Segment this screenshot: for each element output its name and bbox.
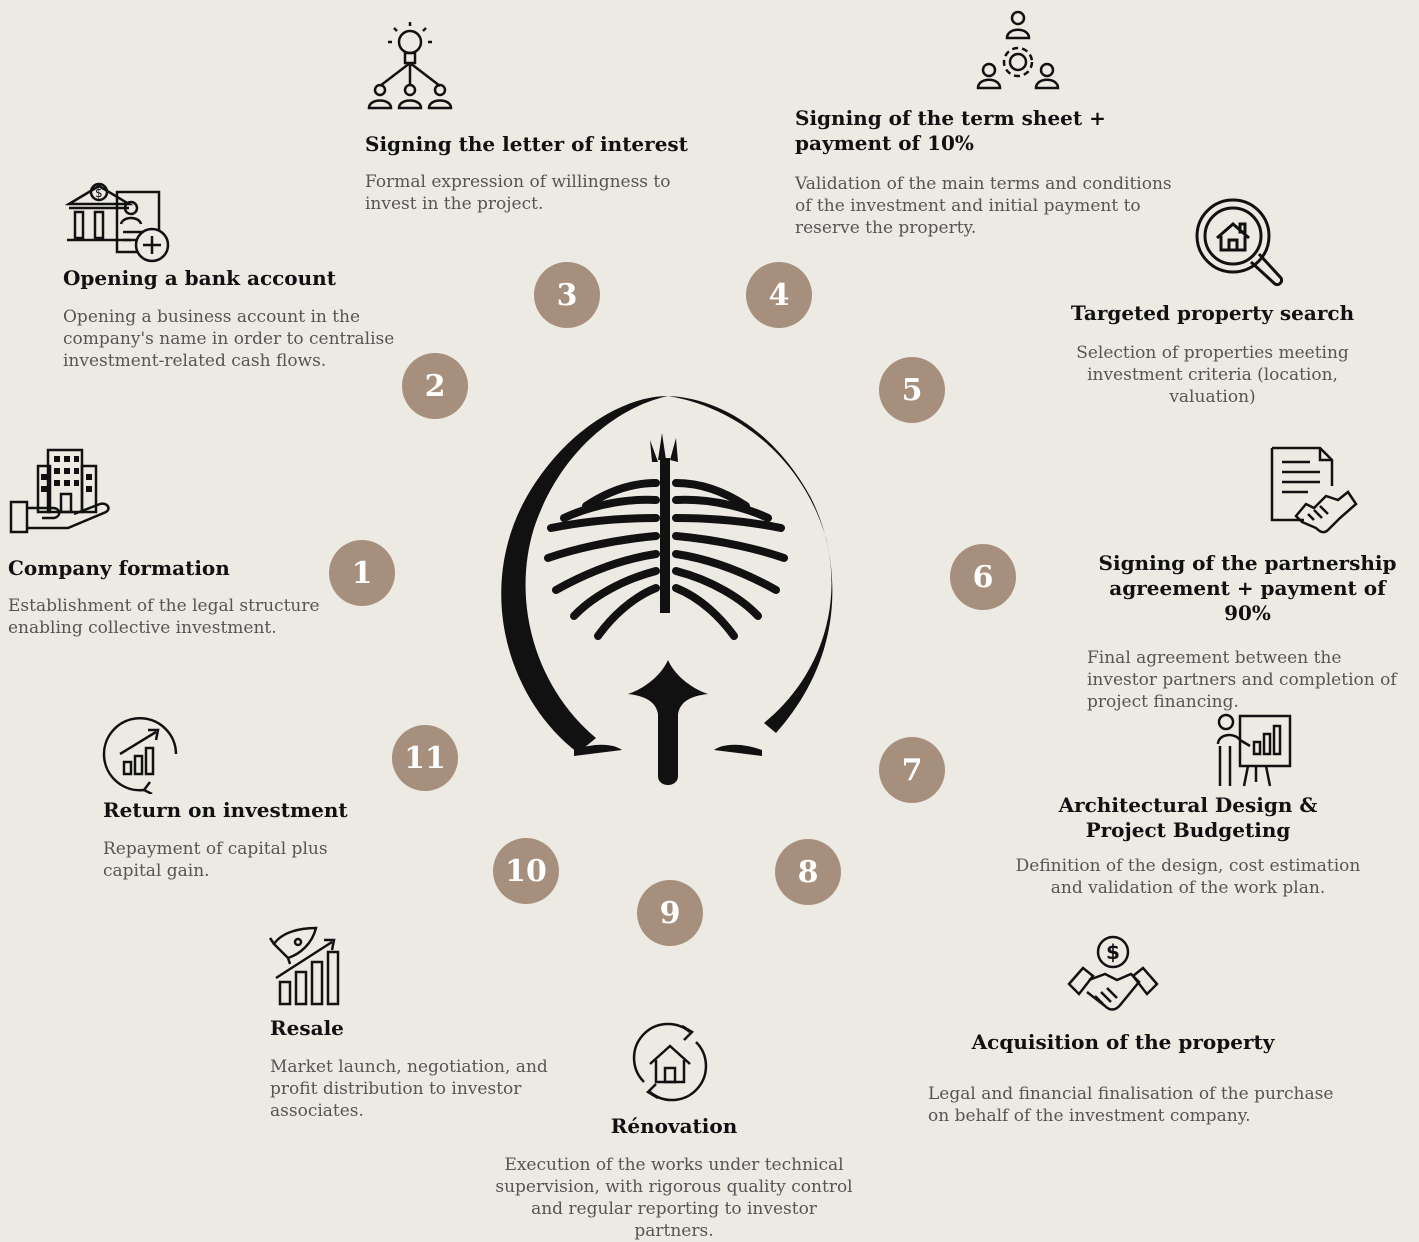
step-badge-8: 8 bbox=[775, 839, 841, 905]
step-4-text: Signing of the term sheet + payment of 1… bbox=[795, 106, 1190, 239]
contract-handshake-icon bbox=[1268, 446, 1360, 538]
step-8-text: Acquisition of the property Legal and fi… bbox=[928, 1030, 1338, 1127]
step-10-text: Resale Market launch, negotiation, and p… bbox=[270, 1016, 570, 1122]
building-in-hand-icon bbox=[8, 446, 112, 538]
step-8-description: Legal and financial finalisation of the … bbox=[928, 1084, 1334, 1126]
step-11-title: Return on investment bbox=[103, 798, 348, 822]
step-2-description: Opening a business account in the compan… bbox=[63, 307, 395, 371]
step-4-title: Signing of the term sheet + payment of 1… bbox=[795, 106, 1106, 155]
step-badge-5: 5 bbox=[879, 357, 945, 423]
step-10-title: Resale bbox=[270, 1016, 344, 1040]
step-2-title: Opening a bank account bbox=[63, 266, 336, 290]
step-1-text: Company formation Establishment of the l… bbox=[8, 556, 338, 639]
step-10-description: Market launch, negotiation, and profit d… bbox=[270, 1057, 548, 1121]
step-6-text: Signing of the partnership agreement + p… bbox=[1085, 551, 1410, 713]
step-badge-7: 7 bbox=[879, 737, 945, 803]
step-badge-11: 11 bbox=[392, 725, 458, 791]
presentation-chart-icon bbox=[1214, 712, 1294, 790]
step-6-title: Signing of the partnership agreement + p… bbox=[1098, 551, 1397, 625]
step-4-description: Validation of the main terms and conditi… bbox=[795, 174, 1172, 238]
step-3-text: Signing the letter of interest Formal ex… bbox=[365, 132, 695, 215]
step-badge-4: 4 bbox=[746, 262, 812, 328]
step-7-text: Architectural Design & Project Budgeting… bbox=[1008, 793, 1368, 899]
idea-team-icon bbox=[366, 20, 456, 112]
step-6-description: Final agreement between the investor par… bbox=[1087, 648, 1397, 712]
bank-document-add-icon: $ bbox=[65, 178, 171, 264]
step-badge-3: 3 bbox=[534, 262, 600, 328]
step-badge-2: 2 bbox=[402, 353, 468, 419]
step-2-text: Opening a bank account Opening a busines… bbox=[63, 266, 398, 372]
step-9-title: Rénovation bbox=[610, 1114, 738, 1138]
handshake-dollar-icon: $ bbox=[1065, 934, 1161, 1026]
step-7-title: Architectural Design & Project Budgeting bbox=[1058, 793, 1318, 842]
svg-text:$: $ bbox=[95, 186, 103, 200]
step-11-description: Repayment of capital plus capital gain. bbox=[103, 839, 328, 881]
step-8-title: Acquisition of the property bbox=[971, 1030, 1275, 1054]
step-3-title: Signing the letter of interest bbox=[365, 132, 688, 156]
house-search-icon bbox=[1193, 196, 1285, 288]
step-1-description: Establishment of the legal structure ena… bbox=[8, 596, 320, 638]
step-5-title: Targeted property search bbox=[1070, 301, 1355, 325]
step-badge-6: 6 bbox=[950, 544, 1016, 610]
step-badge-9: 9 bbox=[637, 880, 703, 946]
team-gear-icon bbox=[975, 8, 1063, 90]
house-refresh-icon bbox=[630, 1022, 710, 1102]
step-3-description: Formal expression of willingness to inve… bbox=[365, 172, 671, 214]
rocket-growth-chart-icon bbox=[268, 924, 352, 1008]
step-9-text: Rénovation Execution of the works under … bbox=[490, 1114, 858, 1242]
step-badge-10: 10 bbox=[493, 838, 559, 904]
step-9-description: Execution of the works under technical s… bbox=[495, 1155, 853, 1241]
step-5-text: Targeted property search Selection of pr… bbox=[1060, 301, 1365, 408]
growth-chart-circle-icon bbox=[102, 716, 180, 794]
palm-emblem bbox=[486, 378, 856, 802]
svg-text:$: $ bbox=[1106, 940, 1120, 964]
step-1-title: Company formation bbox=[8, 556, 230, 580]
step-11-text: Return on investment Repayment of capita… bbox=[103, 798, 373, 882]
step-5-description: Selection of properties meeting investme… bbox=[1076, 343, 1349, 407]
step-badge-1: 1 bbox=[329, 540, 395, 606]
step-7-description: Definition of the design, cost estimatio… bbox=[1015, 856, 1361, 898]
